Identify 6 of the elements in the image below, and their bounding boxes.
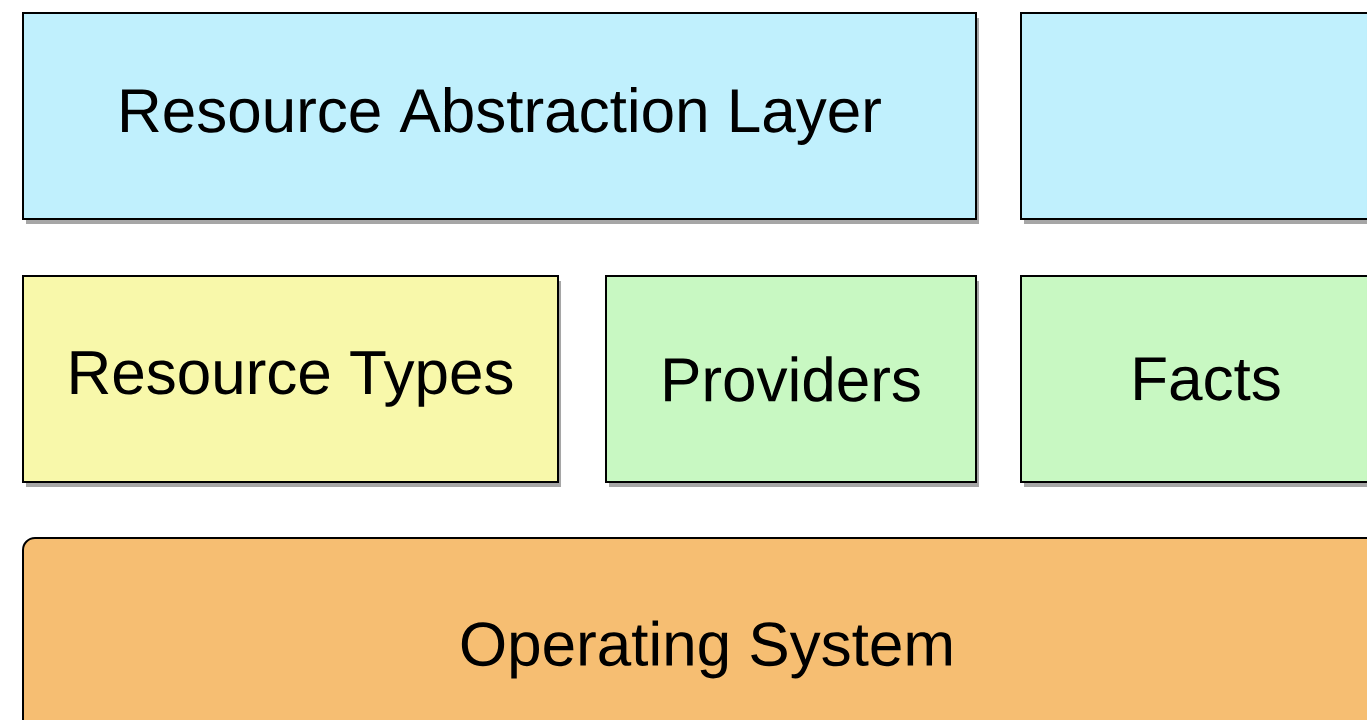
layer-box: Resource Abstraction Layer	[22, 12, 979, 224]
layer-box: Resource Types	[22, 275, 561, 487]
layer-box: Facts	[1020, 275, 1367, 487]
layer-box: Operating System	[22, 537, 1367, 720]
empty-box	[1020, 12, 1367, 224]
layer-box: Providers	[605, 275, 979, 487]
